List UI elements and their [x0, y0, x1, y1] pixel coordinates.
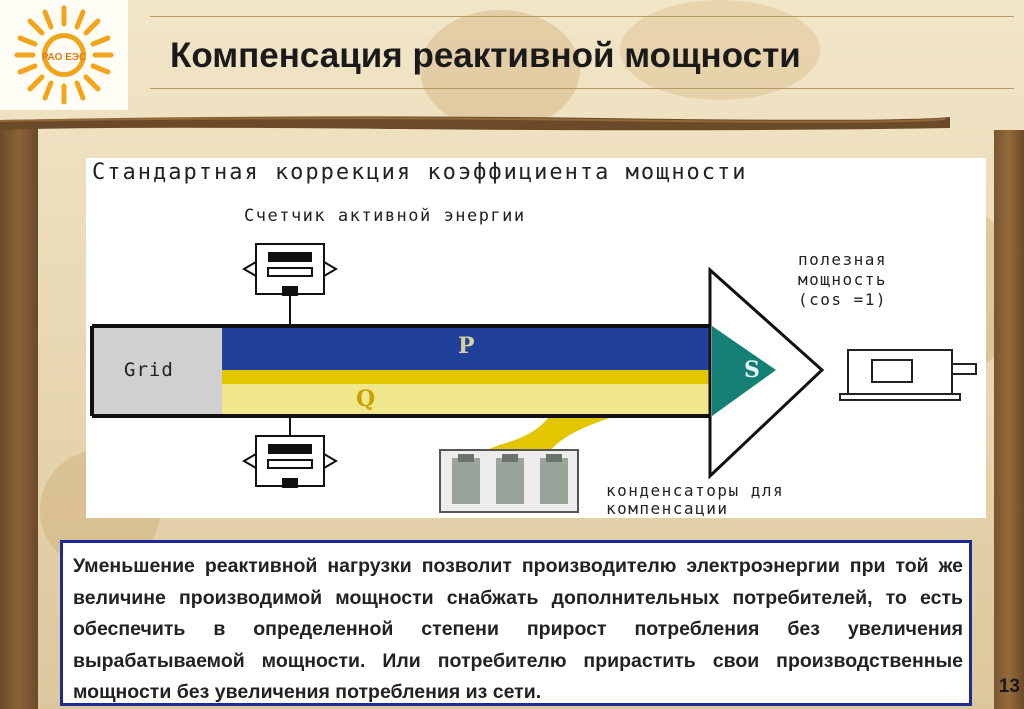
logo-text: РАО ЕЭС — [42, 52, 86, 63]
reactive-power-label: Q — [356, 386, 376, 412]
meter-top-icon — [242, 243, 338, 296]
description-text: Уменьшение реактивной нагрузки позволит … — [73, 555, 963, 703]
header-bottom-rule — [150, 88, 1014, 89]
q-band-light — [222, 384, 710, 416]
background-pattern — [420, 10, 580, 130]
meter-label: Счетчик активной энергии — [244, 206, 526, 226]
diagram-heading: Стандартная коррекция коэффициента мощно… — [92, 160, 748, 185]
page-number: 13 — [998, 676, 1020, 697]
diagram-graphics — [90, 243, 977, 513]
apparent-power-label: S — [744, 357, 760, 383]
meter-bottom-icon — [242, 435, 338, 488]
header-top-rule — [150, 16, 1014, 17]
power-factor-diagram: Стандартная коррекция коэффициента мощно… — [86, 158, 986, 518]
capacitors-label: конденсаторы для компенсации — [606, 481, 785, 518]
q-band — [222, 370, 710, 384]
arrow-head-fill — [712, 326, 776, 416]
wooden-pole-right — [994, 130, 1024, 709]
wooden-stick — [0, 116, 950, 131]
grid-label: Grid — [124, 359, 174, 381]
description-box: Уменьшение реактивной нагрузки позволит … — [60, 540, 972, 706]
page-title: Компенсация реактивной мощности — [170, 36, 801, 75]
wooden-pole-left — [0, 126, 38, 709]
arrow-outline — [90, 324, 710, 418]
active-power-label: P — [458, 333, 475, 359]
capacitor-bank-icon — [439, 449, 579, 513]
grid-block — [92, 326, 222, 416]
useful-power-label: полезная мощность (cos =1) — [798, 250, 888, 309]
p-band — [222, 326, 710, 370]
company-logo: РАО ЕЭС — [0, 0, 128, 110]
motor-icon — [839, 349, 977, 401]
